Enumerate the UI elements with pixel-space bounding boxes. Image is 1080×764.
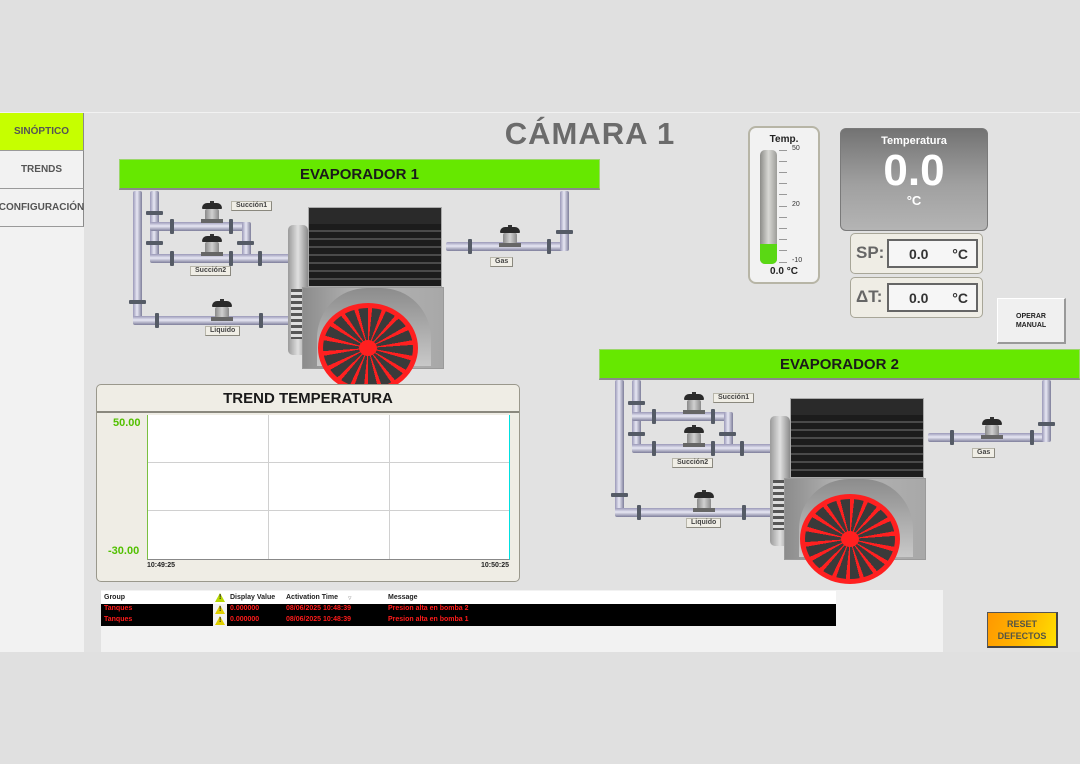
thermometer-label: Temp. — [769, 134, 799, 145]
tag-succion1: Succión1 — [231, 201, 273, 211]
col-display-value[interactable]: Display Value — [230, 594, 276, 601]
alarm-group: Tanques — [104, 616, 133, 623]
evaporator-1-unit-icon[interactable] — [288, 207, 448, 393]
delta-t-unit: °C — [952, 290, 968, 306]
alarm-value: 0.000000 — [230, 616, 260, 623]
delta-t-box: ΔT: 0.0 °C — [850, 277, 983, 318]
scale-min: -10 — [792, 257, 803, 264]
thermometer-fill — [760, 244, 777, 264]
warning-icon — [215, 593, 225, 602]
setpoint-input[interactable]: 0.0 °C — [887, 239, 978, 268]
sidebar-item-label: TRENDS — [20, 164, 63, 175]
fan-icon — [800, 494, 900, 584]
col-group[interactable]: Group — [104, 594, 125, 601]
trend-x-start: 10:49:25 — [147, 562, 176, 569]
sidebar-item-configuracion[interactable]: CONFIGURACIÓN — [0, 189, 84, 227]
evaporator-1-title: EVAPORADOR 1 — [300, 165, 419, 183]
tag-liquido: Liquido — [205, 326, 241, 336]
evaporator-2-unit-icon[interactable] — [770, 398, 930, 584]
tag-succion2: Succión2 — [190, 266, 232, 276]
temperature-title: Temperatura — [881, 135, 947, 147]
valve-succion1-icon[interactable] — [201, 201, 223, 225]
evaporator-1-header: EVAPORADOR 1 — [119, 159, 600, 190]
scale-max: 50 — [792, 145, 800, 152]
thermometer-value: 0.0 °C — [770, 266, 798, 277]
evaporator-2-header: EVAPORADOR 2 — [599, 349, 1080, 380]
sidebar-item-trends[interactable]: TRENDS — [0, 151, 84, 189]
trend-y-min: -30.00 — [108, 545, 140, 557]
scale-mid: 20 — [792, 201, 800, 208]
setpoint-value: 0.0 — [909, 246, 929, 262]
temperature-display: Temperatura 0.0 °C — [840, 128, 988, 231]
trend-x-end: 10:50:25 — [481, 562, 510, 569]
setpoint-unit: °C — [952, 246, 968, 262]
alarm-header-row: Group Display Value Activation Time ▿ Me… — [101, 591, 836, 604]
alarm-value: 0.000000 — [230, 605, 260, 612]
valve-succion2-icon[interactable] — [201, 234, 223, 258]
warning-icon — [215, 605, 225, 614]
alarm-row[interactable]: Tanques 0.000000 08/06/2025 10:48:39 Pre… — [101, 604, 836, 615]
alarm-row[interactable]: Tanques 0.000000 08/06/2025 10:48:39 Pre… — [101, 615, 836, 626]
trend-title: TREND TEMPERATURA — [97, 385, 519, 413]
setpoint-box: SP: 0.0 °C — [850, 233, 983, 274]
operar-manual-label: OPERAR MANUAL — [1015, 312, 1047, 329]
alarm-panel: Group Display Value Activation Time ▿ Me… — [101, 590, 943, 652]
tag-gas: Gas — [972, 448, 996, 458]
trend-title-text: TREND TEMPERATURA — [223, 389, 393, 407]
valve-gas-icon[interactable] — [981, 417, 1003, 441]
tag-succion1: Succión1 — [713, 393, 755, 403]
thermometer-tube — [760, 150, 777, 264]
alarm-time: 08/06/2025 10:48:39 — [286, 616, 351, 623]
alarm-message: Presion alta en bomba 1 — [388, 616, 469, 623]
trend-plot[interactable] — [147, 415, 510, 560]
valve-liquido-icon[interactable] — [693, 490, 715, 514]
setpoint-label: SP: — [856, 243, 885, 262]
sidebar-item-label: CONFIGURACIÓN — [0, 202, 85, 213]
alarm-message: Presion alta en bomba 2 — [388, 605, 469, 612]
reset-defectos-label: RESET DEFECTOS — [997, 618, 1047, 641]
valve-succion1-icon[interactable] — [683, 392, 705, 416]
delta-t-input[interactable]: 0.0 °C — [887, 283, 978, 312]
valve-liquido-icon[interactable] — [211, 299, 233, 323]
temperature-value: 0.0 — [883, 146, 945, 195]
fan-icon — [318, 303, 418, 393]
col-message[interactable]: Message — [388, 594, 418, 601]
operar-manual-button[interactable]: OPERAR MANUAL — [997, 298, 1066, 344]
tag-succion2: Succión2 — [672, 458, 714, 468]
trend-y-max: 50.00 — [113, 417, 141, 429]
delta-t-value: 0.0 — [909, 290, 929, 306]
evaporator-2-title: EVAPORADOR 2 — [780, 355, 899, 373]
delta-t-label: ΔT: — [856, 287, 883, 306]
reset-defectos-button[interactable]: RESET DEFECTOS — [987, 612, 1058, 648]
page-title: CÁMARA 1 — [504, 116, 676, 151]
warning-icon — [215, 616, 225, 625]
sidebar-item-sinoptico[interactable]: SINÓPTICO — [0, 113, 84, 151]
valve-succion2-icon[interactable] — [683, 425, 705, 449]
valve-gas-icon[interactable] — [499, 225, 521, 249]
thermometer-gauge: Temp. 50 20 -10 0.0 °C — [748, 126, 820, 284]
sidebar-item-label: SINÓPTICO — [13, 126, 69, 137]
alarm-time: 08/06/2025 10:48:39 — [286, 605, 351, 612]
col-activation-time[interactable]: Activation Time — [286, 594, 338, 601]
temperature-unit: °C — [906, 193, 922, 208]
trend-panel: TREND TEMPERATURA 50.00 -30.00 10:49:25 … — [96, 384, 520, 582]
tag-gas: Gas — [490, 257, 514, 267]
sort-icon[interactable]: ▿ — [348, 595, 352, 602]
alarm-group: Tanques — [104, 605, 133, 612]
tag-liquido: Liquido — [686, 518, 722, 528]
